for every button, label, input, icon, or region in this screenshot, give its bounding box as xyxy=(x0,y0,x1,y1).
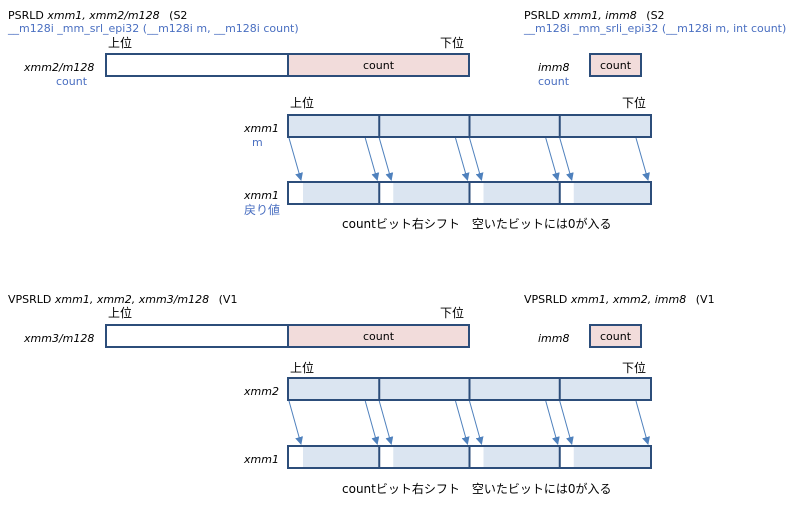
upper-label: 上位 xyxy=(108,36,133,50)
intrinsic-srli: __m128i _mm_srli_epi32 (__m128i m, int c… xyxy=(524,22,787,35)
shift-arrow xyxy=(545,400,560,445)
reg-upper-label: 上位 xyxy=(290,361,315,375)
imm8-label: imm8 xyxy=(538,61,570,74)
count-field: count xyxy=(287,324,470,348)
shift-arrow xyxy=(635,400,650,445)
shifted-bits xyxy=(573,447,650,467)
shift-arrow xyxy=(545,137,560,181)
xmm1-dst-label: xmm1 xyxy=(244,189,279,202)
mnemonic: PSRLD xyxy=(524,9,560,22)
imm8-label: imm8 xyxy=(538,332,570,345)
vpsrld-xmm-heading: VPSRLD xmm1, xmm2, xmm3/m128 (V1 xyxy=(8,293,237,306)
operands: xmm1, xmm2/m128 xyxy=(47,9,160,22)
mnemonic: VPSRLD xyxy=(524,293,568,306)
xmm2-src-label: xmm2 xyxy=(244,385,279,398)
vpsrld-imm-heading: VPSRLD xmm1, xmm2, imm8 (V1 xyxy=(524,293,715,306)
lower-label: 下位 xyxy=(440,36,465,50)
intrinsic-srl: __m128i _mm_srl_epi32 (__m128i m, __m128… xyxy=(8,22,299,35)
extension: (V1 xyxy=(218,293,238,306)
shifted-bits xyxy=(483,447,560,467)
shift-arrow xyxy=(455,137,470,181)
extension: (S2 xyxy=(169,9,188,22)
shift-arrow xyxy=(378,400,394,445)
shifted-bits xyxy=(483,183,560,203)
src-operand-label: xmm2/m128 xyxy=(24,61,95,74)
shift-arrow xyxy=(559,137,574,181)
shift-arrow xyxy=(364,137,380,181)
shift-arrow xyxy=(288,137,303,181)
psrld-imm-heading: PSRLD xmm1, imm8 (S2 xyxy=(524,9,665,22)
reg-lower-label: 下位 xyxy=(622,361,647,375)
shift-arrow xyxy=(288,400,303,445)
lower-label: 下位 xyxy=(440,306,465,320)
shift-arrow xyxy=(469,137,484,181)
shift-caption: countビット右シフト 空いたビットには0が入る xyxy=(342,217,612,231)
shift-arrow xyxy=(455,400,470,445)
psrld-xmm-heading: PSRLD xmm1, xmm2/m128 (S2 xyxy=(8,9,187,22)
shifted-bits xyxy=(303,447,380,467)
extension: (S2 xyxy=(646,9,665,22)
xmm1-src-sub: m xyxy=(252,136,263,149)
count-field: count xyxy=(287,53,470,77)
imm8-sub: count xyxy=(538,75,570,88)
shift-arrow xyxy=(559,400,574,445)
shift-arrow xyxy=(378,137,394,181)
operands: xmm1, xmm2, imm8 xyxy=(570,293,687,306)
extension: (V1 xyxy=(695,293,715,306)
shifted-bits xyxy=(573,183,650,203)
shift-arrow xyxy=(364,400,380,445)
xmm1-dst-label: xmm1 xyxy=(244,453,279,466)
upper-label: 上位 xyxy=(108,306,133,320)
shifted-bits xyxy=(393,447,470,467)
shifted-bits xyxy=(393,183,470,203)
shift-arrow xyxy=(635,137,650,181)
imm8-count-box: count xyxy=(589,53,642,77)
imm8-count-box: count xyxy=(589,324,642,348)
reg-upper-label: 上位 xyxy=(290,96,315,110)
reg-lower-label: 下位 xyxy=(622,96,647,110)
src-operand-sub: count xyxy=(56,75,88,88)
operands: xmm1, imm8 xyxy=(563,9,637,22)
shift-arrow xyxy=(469,400,484,445)
mnemonic: VPSRLD xyxy=(8,293,52,306)
xmm1-src-label: xmm1 xyxy=(244,122,279,135)
xmm1-dst-sub: 戻り値 xyxy=(244,203,281,217)
mnemonic: PSRLD xyxy=(8,9,44,22)
src-operand-label: xmm3/m128 xyxy=(24,332,95,345)
operands: xmm1, xmm2, xmm3/m128 xyxy=(54,293,210,306)
shift-caption: countビット右シフト 空いたビットには0が入る xyxy=(342,482,612,496)
shifted-bits xyxy=(303,183,380,203)
